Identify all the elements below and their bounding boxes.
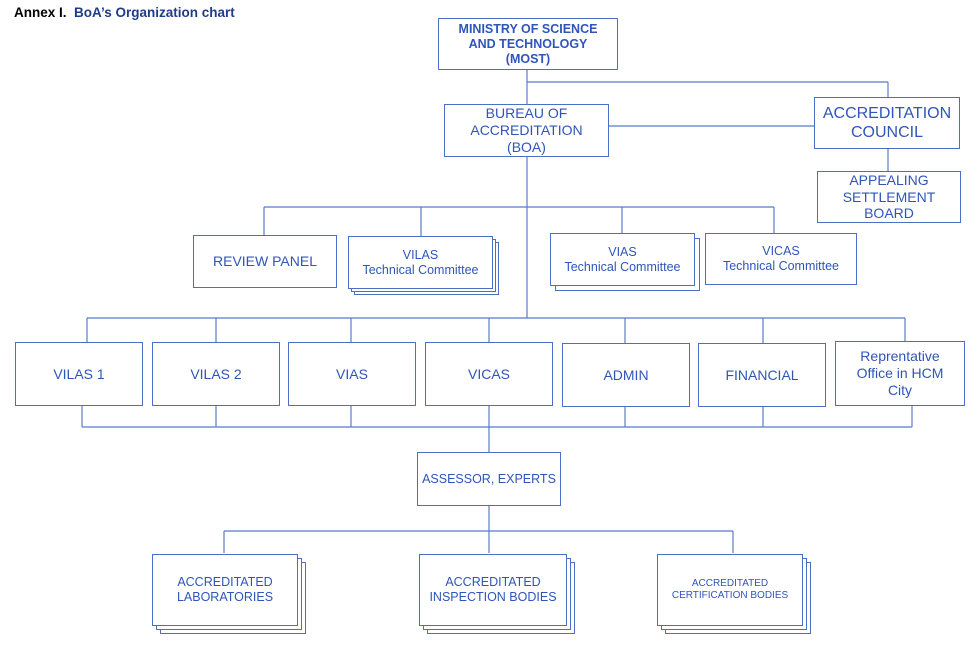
accredited-inspection-box: ACCREDITATED INSPECTION BODIES [419, 554, 567, 626]
appeal-line3: BOARD [864, 205, 914, 222]
review-panel-box: REVIEW PANEL [193, 235, 337, 288]
dept-financial-box: FINANCIAL [698, 343, 826, 407]
dept-vilas2-label: VILAS 2 [190, 365, 242, 382]
accredited-certification-line1: ACCREDITATED [691, 578, 769, 589]
accredited-inspection-line2: INSPECTION BODIES [429, 590, 557, 604]
appeal-line1: APPEALING [849, 171, 929, 188]
accredited-certification-line2: CERTIFICATION BODIES [671, 590, 789, 601]
vias-committee-line1: VIAS [608, 244, 637, 259]
vilas-committee-box: VILAS Technical Committee [348, 236, 493, 289]
dept-vilas2-box: VILAS 2 [152, 342, 280, 406]
dept-office-line1: Reprentative [860, 348, 940, 365]
most-line3: (MOST) [505, 51, 551, 66]
dept-vias-label: VIAS [336, 365, 368, 382]
assessor-label: ASSESSOR, EXPERTS [422, 471, 556, 486]
boa-line3: (BOA) [507, 138, 546, 155]
appeal-line2: SETTLEMENT [842, 188, 936, 205]
vicas-committee-box: VICAS Technical Committee [705, 233, 857, 285]
vilas-committee-line1: VILAS [402, 247, 439, 262]
dept-vilas1-label: VILAS 1 [53, 365, 105, 382]
most-line1: MINISTRY OF SCIENCE [458, 21, 598, 36]
dept-admin-box: ADMIN [562, 343, 690, 407]
council-box: ACCREDITATION COUNCIL [814, 97, 960, 149]
boa-line1: BUREAU OF [485, 105, 568, 122]
dept-financial-label: FINANCIAL [725, 366, 799, 383]
most-box: MINISTRY OF SCIENCE AND TECHNOLOGY (MOST… [438, 18, 618, 70]
appeal-box: APPEALING SETTLEMENT BOARD [817, 171, 961, 223]
accredited-labs-line2: LABORATORIES [176, 590, 274, 604]
vias-committee-box: VIAS Technical Committee [550, 233, 695, 286]
dept-office-box: Reprentative Office in HCM City [835, 341, 965, 406]
dept-office-line2: Office in HCM [856, 365, 944, 382]
vicas-committee-line2: Technical Committee [722, 259, 839, 273]
accredited-labs-line1: ACCREDITATED [177, 575, 273, 589]
vicas-committee-line1: VICAS [762, 244, 800, 258]
assessor-box: ASSESSOR, EXPERTS [417, 452, 561, 506]
page-caption: Annex I. BoA’s Organization chart [14, 5, 235, 20]
accredited-inspection-line1: ACCREDITATED [445, 575, 541, 589]
accredited-labs-box: ACCREDITATED LABORATORIES [152, 554, 298, 626]
dept-vias-box: VIAS [288, 342, 416, 406]
vias-committee-line2: Technical Committee [564, 259, 681, 274]
boa-line2: ACCREDITATION [470, 122, 583, 139]
review-panel-label: REVIEW PANEL [213, 253, 317, 270]
caption-title: BoA’s Organization chart [74, 5, 235, 20]
vilas-committee-line2: Technical Committee [362, 262, 479, 277]
dept-admin-label: ADMIN [603, 366, 649, 383]
dept-office-line3: City [887, 381, 913, 398]
dept-vicas-label: VICAS [467, 365, 510, 382]
accredited-certification-box: ACCREDITATED CERTIFICATION BODIES [657, 554, 803, 626]
dept-vilas1-box: VILAS 1 [15, 342, 143, 406]
dept-vicas-box: VICAS [425, 342, 553, 406]
caption-prefix: Annex I. [14, 5, 67, 20]
boa-box: BUREAU OF ACCREDITATION (BOA) [444, 104, 609, 157]
council-line2: COUNCIL [850, 124, 923, 141]
council-line1: ACCREDITATION [822, 104, 952, 122]
most-line2: AND TECHNOLOGY [468, 36, 588, 51]
